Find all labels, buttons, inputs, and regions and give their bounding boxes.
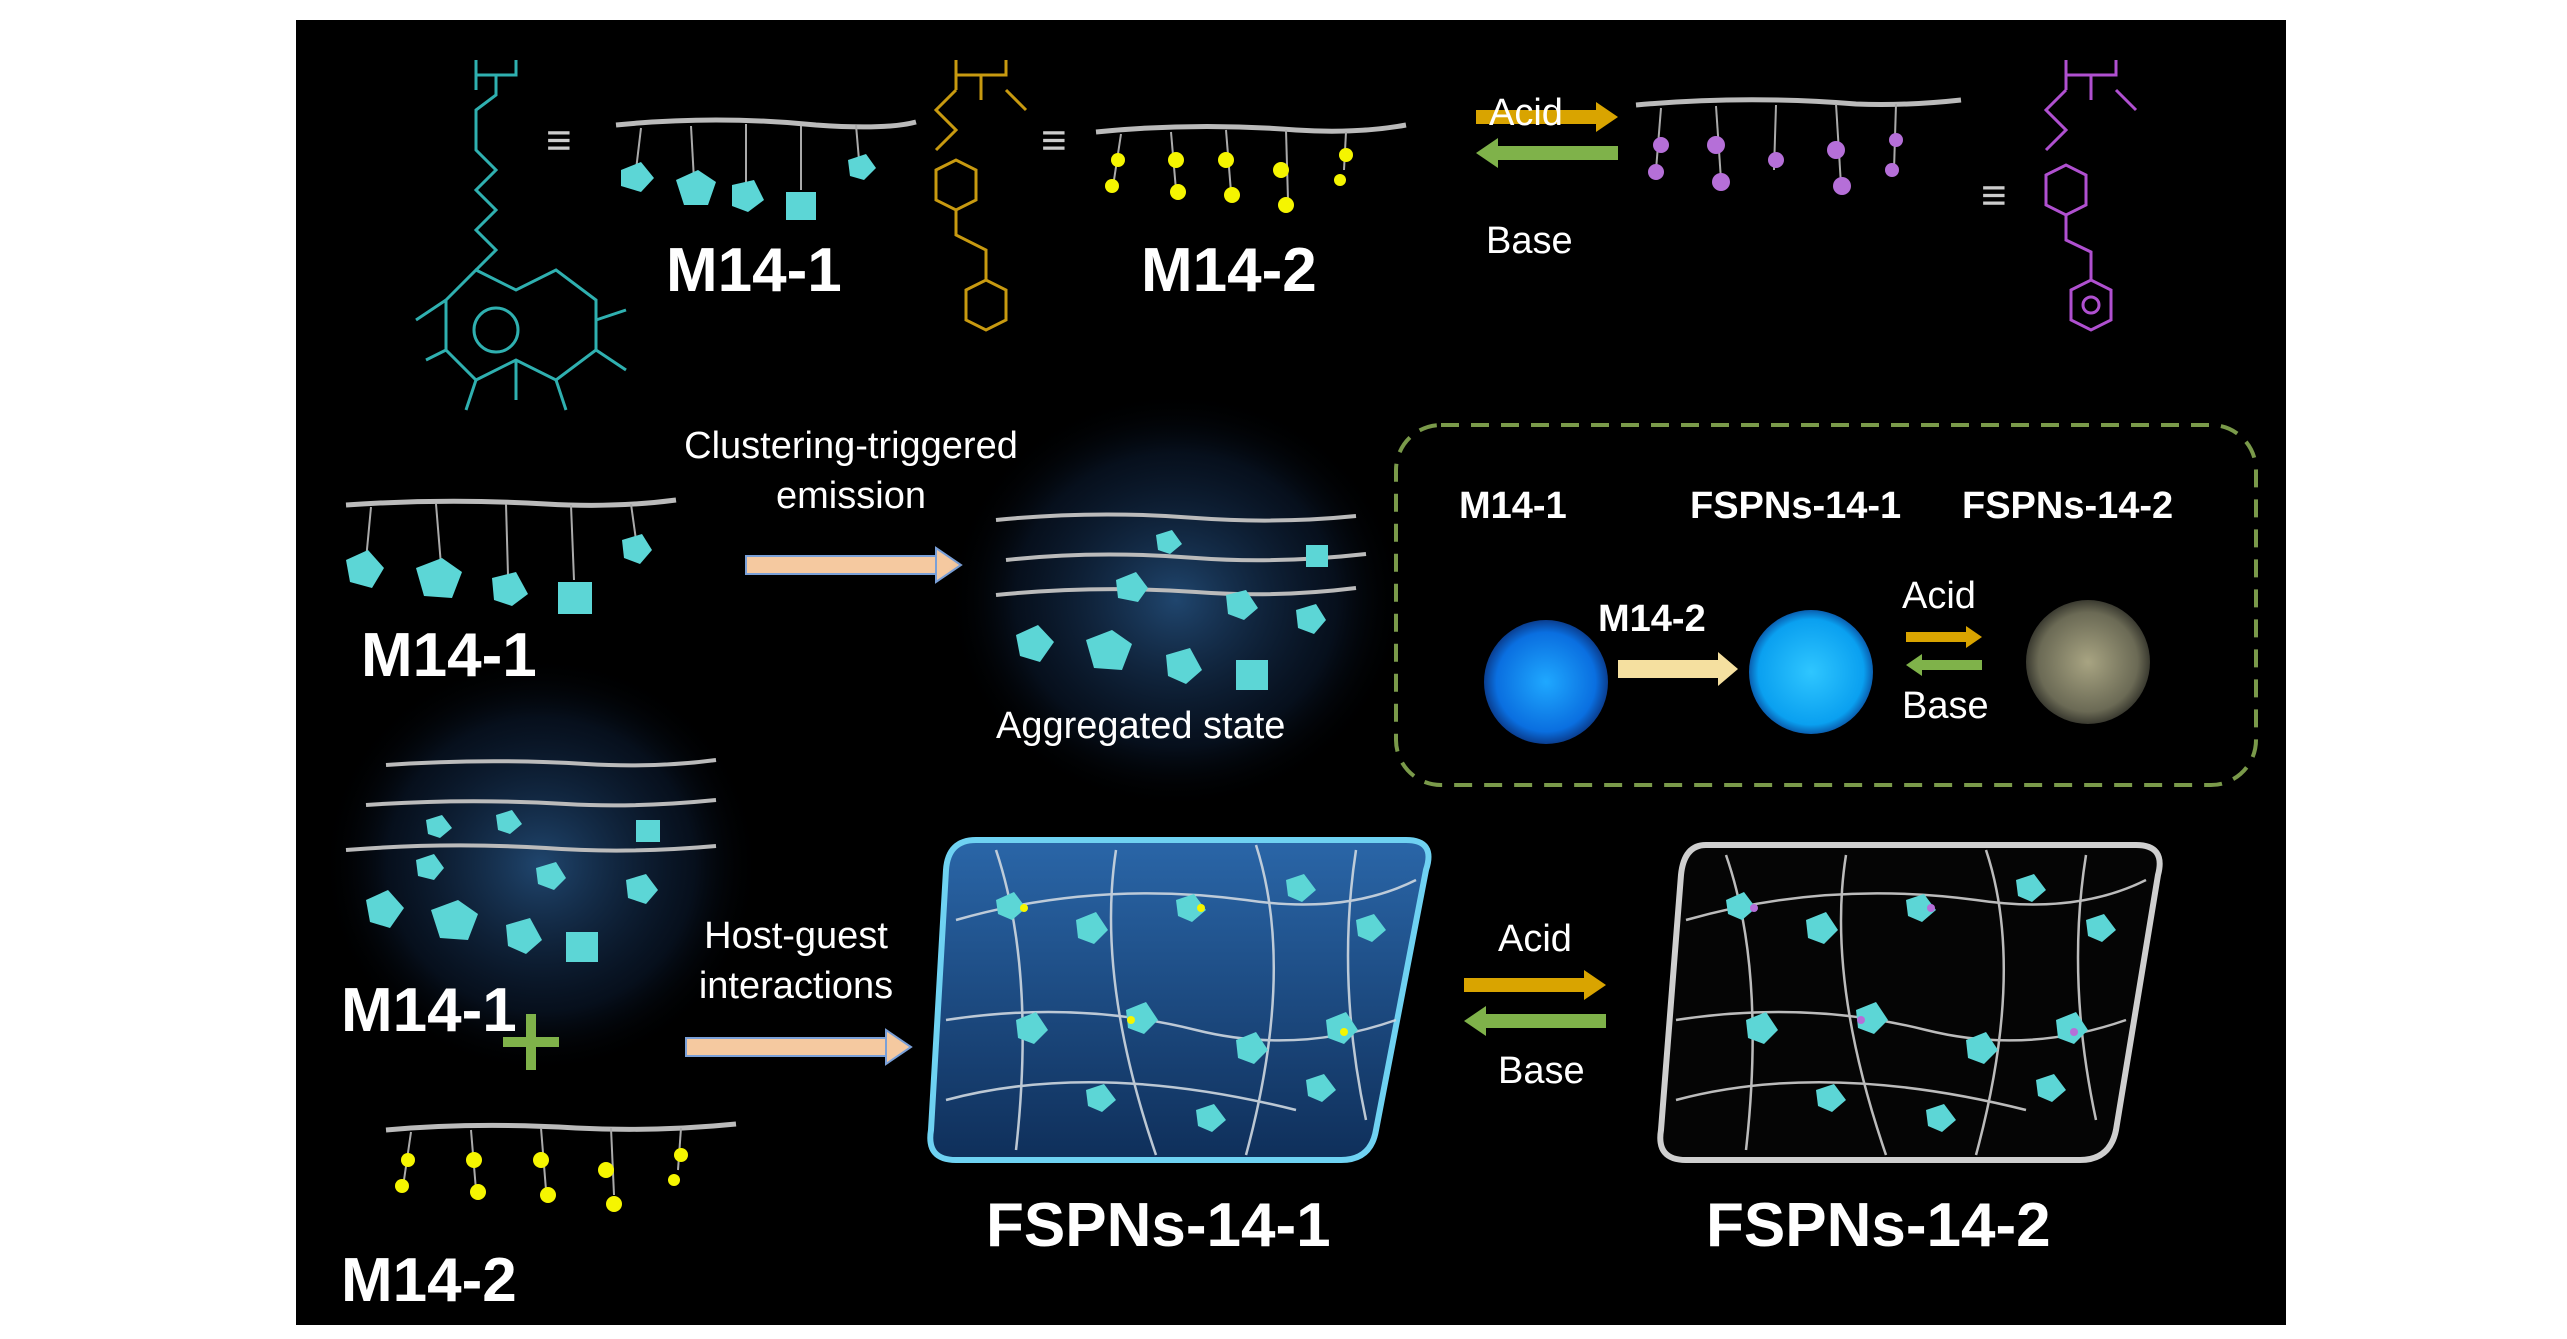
fspns-14-2-sample-image-icon [2026,600,2150,724]
equiv-icon: ≡ [1041,116,1067,165]
m14-2-top-label: M14-2 [1141,236,1317,305]
fspns-14-2-network-icon [1657,842,2163,1163]
figure-panel: ≡ ≡ [296,20,2286,1325]
styryl-pyridine-structure-icon [933,60,1028,332]
clustering-label-line1: Clustering-triggered [684,425,1018,467]
equiv-icon: ≡ [1981,171,2007,220]
acid-arrow-top-icon [1476,102,1618,132]
fspns-14-1-label: FSPNs-14-1 [986,1191,1331,1260]
host-guest-label-line2: interactions [698,965,894,1007]
inset-m14-2-arrow-label: M14-2 [1598,598,1706,640]
m14-1-aggregated-bottom-icon [321,655,761,1075]
pyridinium-structure-icon [2043,60,2138,332]
inset-fspns-14-2-label: FSPNs-14-2 [1962,485,2174,527]
host-guest-label-line1: Host-guest [704,915,888,957]
calixarene-structure-icon [415,60,627,411]
m14-2-polymer-top-icon [1095,122,1407,213]
m14-1-sample-image-icon [1484,620,1608,744]
acid-arrow-bottom-icon [1464,970,1606,1000]
aggregated-state-label: Aggregated state [996,705,1286,747]
clustering-label-line2: emission [776,475,926,517]
m14-1-polymer-top-icon [615,117,917,220]
m14-1-bottom-label: M14-1 [341,976,517,1045]
inset-m14-1-label: M14-1 [1459,485,1567,527]
m14-2-bottom-label: M14-2 [341,1246,517,1315]
acid-arrow-inset-icon [1906,626,1982,648]
fspns-14-1-sample-image-icon [1749,610,1873,734]
fspns-14-2-label: FSPNs-14-2 [1706,1191,2051,1260]
inset-base-label: Base [1902,685,1989,727]
m14-2-addition-arrow-icon [1618,652,1738,686]
base-bottom-label: Base [1498,1050,1585,1092]
acid-bottom-label: Acid [1498,918,1572,960]
inset-acid-label: Acid [1902,575,1976,617]
plus-icon [503,1014,559,1070]
aggregated-state-icon [946,390,1406,810]
base-arrow-top-icon [1476,138,1618,168]
m14-1-middle-label: M14-1 [361,621,537,690]
base-top-label: Base [1486,220,1573,262]
inset-fspns-14-1-label: FSPNs-14-1 [1690,485,1902,527]
base-arrow-inset-icon [1906,654,1982,676]
m14-2-polymer-bottom-icon [385,1121,737,1212]
equiv-icon: ≡ [546,116,572,165]
m14-1-polymer-middle-icon [345,497,677,614]
acid-top-label: Acid [1489,92,1563,134]
inset-box [1394,423,2258,787]
m14-1-top-label: M14-1 [666,236,842,305]
fspns-14-1-network-icon [927,837,1432,1163]
host-guest-arrow-icon [685,1028,913,1066]
base-arrow-bottom-icon [1464,1006,1606,1036]
protonated-polymer-icon [1635,97,1962,195]
scene-graphics: ≡ ≡ [321,60,2258,1212]
clustering-arrow-icon [745,546,963,584]
